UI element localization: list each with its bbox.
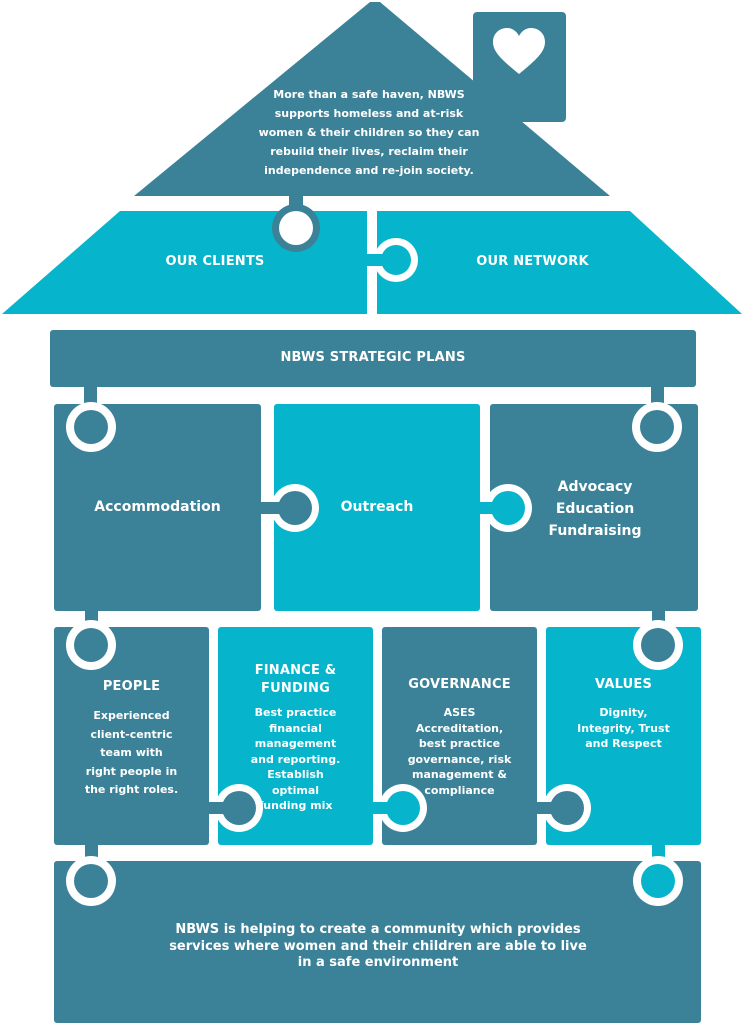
governance-body-line: ASES <box>443 706 476 719</box>
finance-body-line: Best practice <box>254 706 337 719</box>
people-body: Experienced client-centric team with rig… <box>60 707 203 800</box>
finance-title: FINANCE & FUNDING <box>224 662 367 697</box>
governance-body-line: compliance <box>424 783 495 797</box>
education-line: Education <box>555 501 635 517</box>
fundraising-line: Fundraising <box>548 523 642 539</box>
values-body-line: and Respect <box>585 737 662 750</box>
advocacy-piece <box>490 404 698 611</box>
finance-body: Best practice financial management and r… <box>224 705 367 814</box>
advocacy-line: Advocacy <box>557 479 633 495</box>
governance-body: ASES Accreditation, best practice govern… <box>388 705 531 798</box>
finance-title-line: FINANCE & <box>254 663 337 678</box>
values-title-line: VALUES <box>594 677 653 692</box>
governance-body-line: Accreditation, <box>415 721 504 735</box>
values-title: VALUES <box>552 676 695 693</box>
eave-right-label: OUR NETWORK <box>476 254 589 269</box>
people-body-line: team with <box>100 746 163 759</box>
governance-body-line: best practice <box>418 737 501 750</box>
strategic-banner <box>50 330 696 387</box>
heart-icon <box>493 28 545 74</box>
finance-body-line: and reporting. <box>250 752 341 766</box>
values-body-line: Dignity, <box>599 706 648 719</box>
base-statement-line: NBWS is helping to create a community wh… <box>175 922 581 937</box>
roof-intro-text: More than a safe haven, NBWS supports ho… <box>258 88 480 177</box>
governance-piece <box>382 627 537 845</box>
outreach-label: Outreach <box>340 499 414 515</box>
values-piece <box>546 627 701 845</box>
governance-body-line: governance, risk <box>407 752 512 766</box>
people-title-line: PEOPLE <box>102 679 161 694</box>
roof <box>134 2 610 196</box>
values-body: Dignity, Integrity, Trust and Respect <box>552 705 695 752</box>
base-statement-line: services where women and their children … <box>169 938 587 954</box>
governance-title: GOVERNANCE <box>388 676 531 693</box>
people-body-line: right people in <box>85 764 178 778</box>
eave-left-label: OUR CLIENTS <box>165 254 265 269</box>
values-body-line: Integrity, Trust <box>577 721 670 735</box>
governance-body-line: management & <box>412 768 507 781</box>
accommodation-piece <box>54 404 261 611</box>
advocacy-label: Advocacy Education Fundraising <box>520 476 670 542</box>
accommodation-label: Accommodation <box>94 499 221 515</box>
outreach-piece <box>274 404 480 611</box>
people-piece <box>54 627 209 845</box>
people-title: PEOPLE <box>60 678 203 695</box>
base-statement-line: in a safe environment <box>297 955 459 970</box>
people-body-line: the right roles. <box>84 783 179 796</box>
people-body-line: client-centric <box>90 727 173 741</box>
finance-body-line: financial <box>269 721 322 735</box>
base-piece <box>54 861 701 1023</box>
finance-piece <box>218 627 373 845</box>
finance-body-line: optimal <box>271 783 320 797</box>
base-statement: NBWS is helping to create a community wh… <box>120 922 636 972</box>
governance-title-line: GOVERNANCE <box>408 677 511 692</box>
finance-body-line: Establish <box>267 768 324 781</box>
people-body-line: Experienced <box>93 709 170 722</box>
finance-body-line: management <box>254 737 337 750</box>
finance-title-line: FUNDING <box>261 680 330 696</box>
finance-body-line: funding mix <box>258 799 333 812</box>
eave-right <box>377 211 742 314</box>
strategic-plans-label: NBWS STRATEGIC PLANS <box>280 350 466 365</box>
